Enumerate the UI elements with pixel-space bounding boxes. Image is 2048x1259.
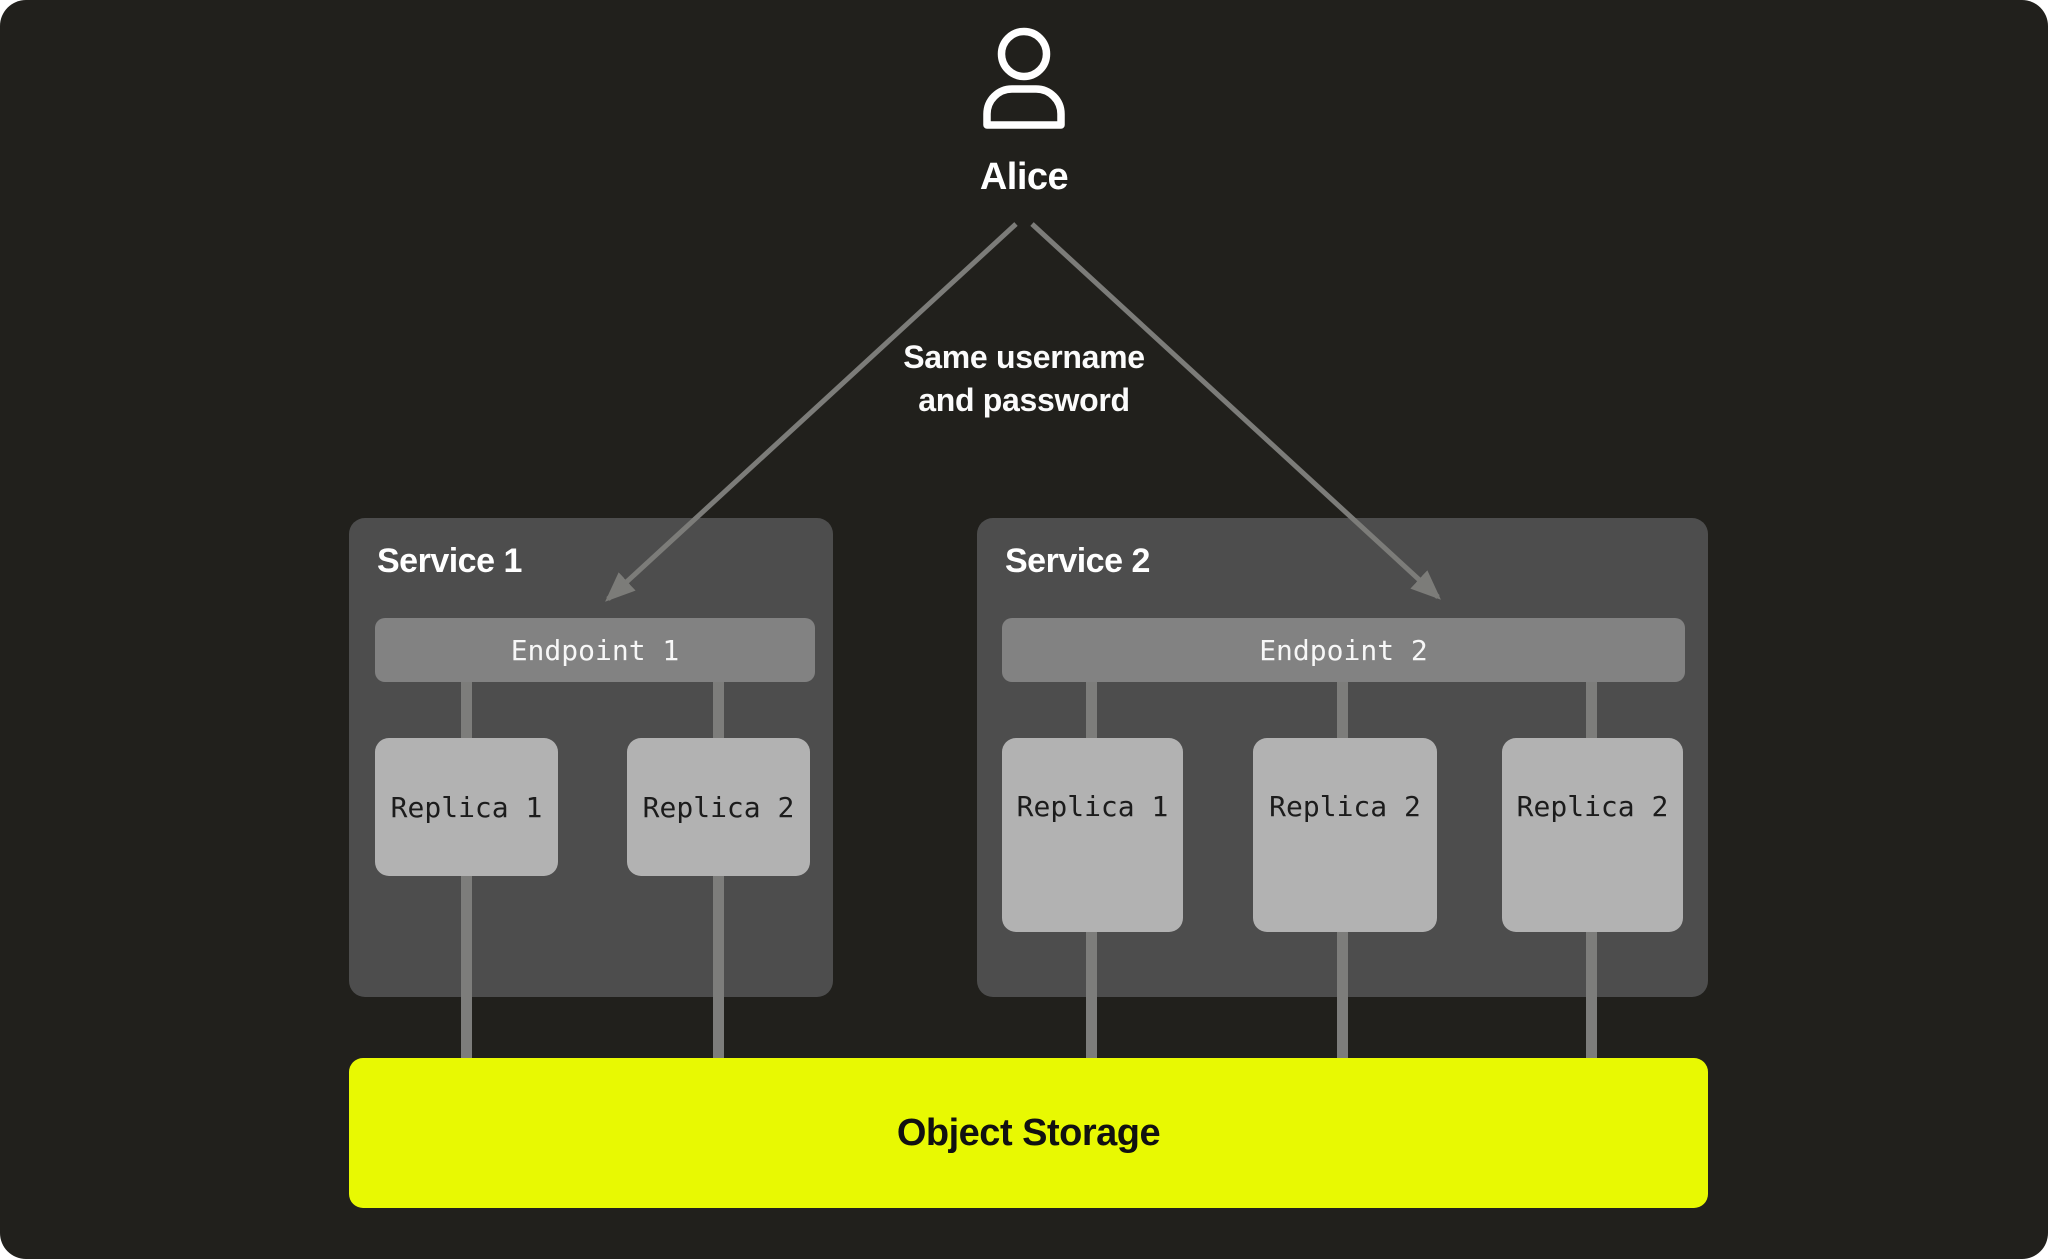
connection-label-line1: Same username [903,339,1145,375]
endpoint-1-bar: Endpoint 1 [375,618,815,682]
object-storage-bar: Object Storage [349,1058,1708,1208]
service-1-replica-1: Replica 1 [375,738,558,876]
endpoint-2-bar: Endpoint 2 [1002,618,1685,682]
service-2-replica-1: Replica 1 [1002,738,1183,932]
service-1-replica-2: Replica 2 [627,738,810,876]
service-1-title: Service 1 [377,542,522,580]
service-2-replica-3: Replica 2 [1502,738,1683,932]
service-2-replica-2: Replica 2 [1253,738,1437,932]
service-2-title: Service 2 [1005,542,1150,580]
connection-label: Same username and password [724,336,1324,422]
connection-label-line2: and password [918,382,1130,418]
person-icon [983,27,1065,129]
user-name-label: Alice [979,156,1069,198]
